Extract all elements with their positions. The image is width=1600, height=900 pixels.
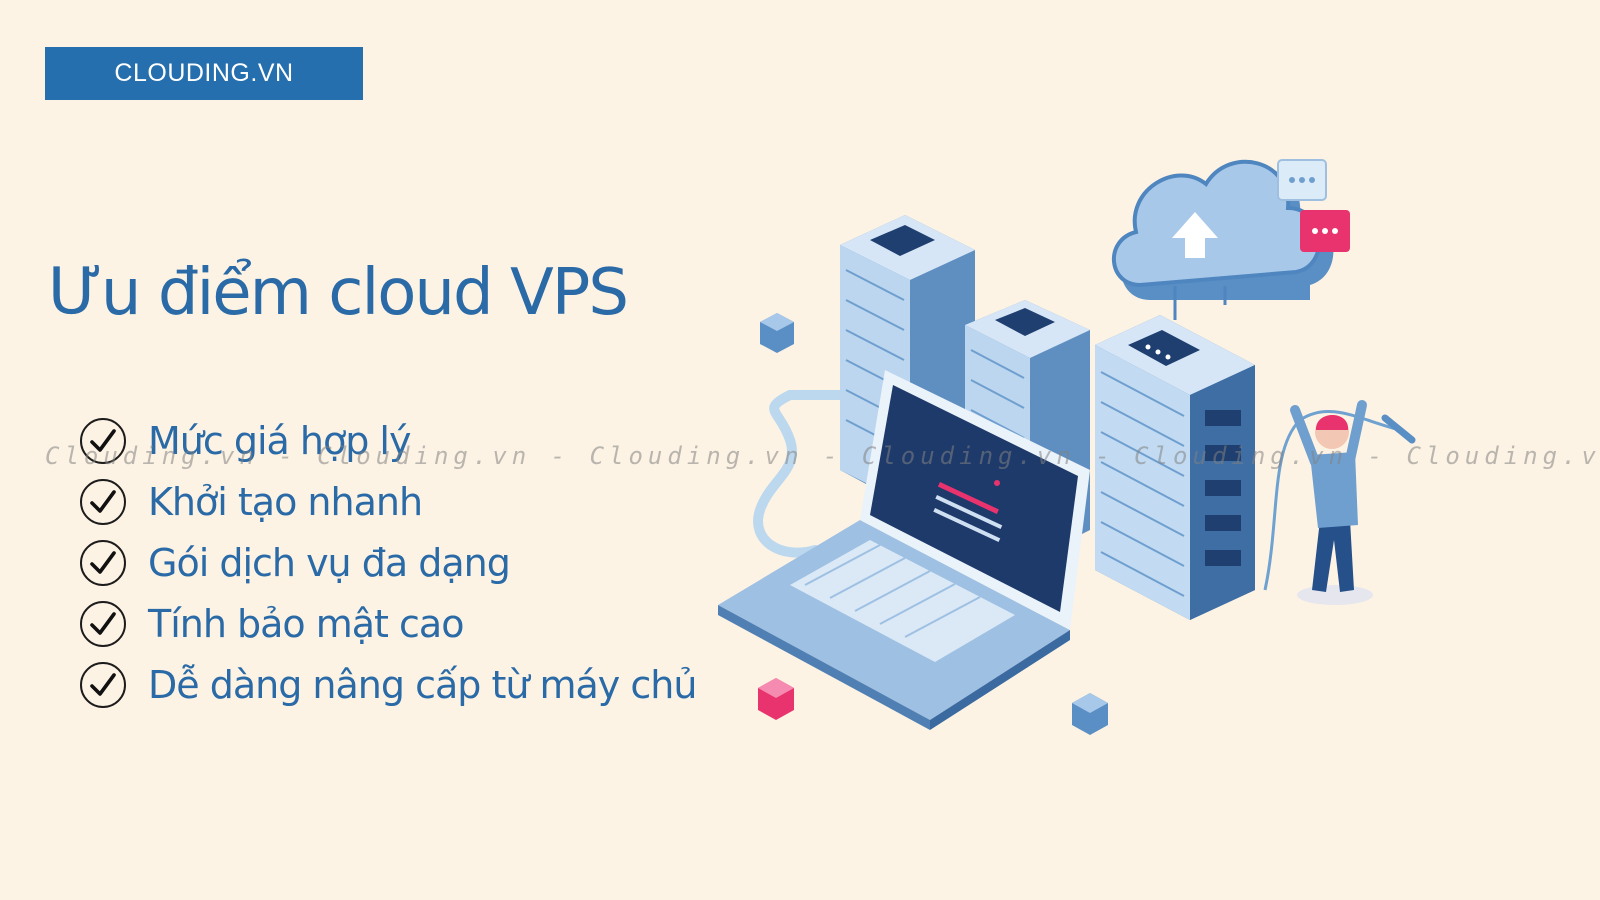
benefit-item: Khởi tạo nhanh [80, 471, 696, 532]
benefit-item: Dễ dàng nâng cấp từ máy chủ [80, 654, 697, 715]
benefit-item: Tính bảo mật cao [80, 593, 696, 654]
benefit-label: Dễ dàng nâng cấp từ máy chủ [148, 662, 697, 707]
benefit-label: Khởi tạo nhanh [148, 479, 423, 524]
check-circle-icon [80, 417, 126, 464]
check-circle-icon [80, 478, 126, 525]
page-title: Ưu điểm cloud VPS [48, 256, 629, 330]
chat-bubbles-icon [1277, 159, 1350, 252]
check-circle-icon [80, 600, 126, 647]
benefit-label: Gói dịch vụ đa dạng [148, 540, 511, 585]
cube-icon [1072, 693, 1108, 735]
benefits-list: Mức giá hợp lý Khởi tạo nhanh Gói dịch v… [80, 410, 697, 715]
network-cable [753, 390, 845, 558]
server-rack-icon [1095, 315, 1255, 620]
benefit-item: Mức giá hợp lý [80, 410, 696, 471]
person-icon [1290, 400, 1416, 605]
servers-cloud-laptop-illustration [718, 159, 1416, 735]
laptop-icon [718, 370, 1090, 730]
benefit-item: Gói dịch vụ đa dạng [80, 532, 696, 593]
cube-icon [758, 678, 794, 720]
benefit-label: Mức giá hợp lý [148, 418, 411, 463]
check-circle-icon [80, 661, 126, 708]
benefit-label: Tính bảo mật cao [148, 601, 464, 646]
check-circle-icon [80, 539, 126, 586]
cube-icon [760, 313, 794, 353]
brand-badge: CLOUDING.VN [45, 47, 363, 100]
